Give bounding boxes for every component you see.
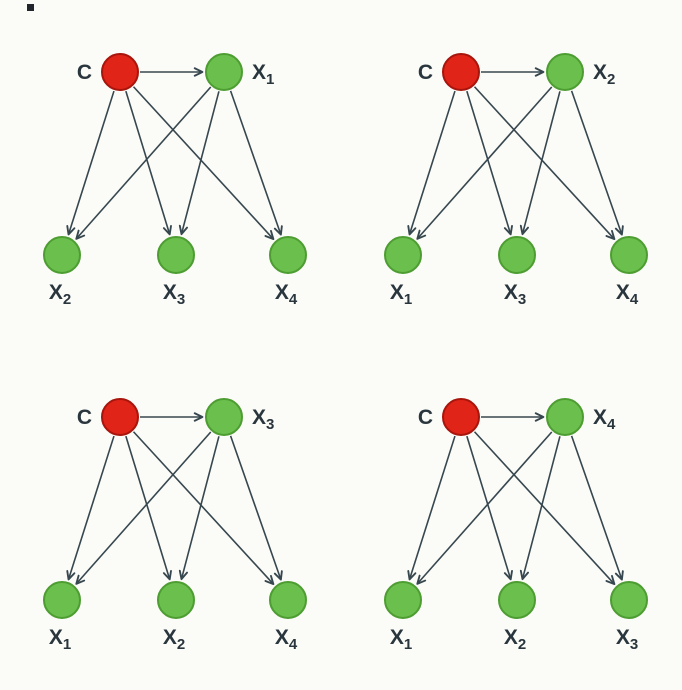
node-c [442, 53, 480, 91]
node-x3 [498, 236, 536, 274]
edge-x1-x2 [75, 86, 212, 240]
edge-c-x1 [407, 90, 456, 236]
node-x2 [43, 236, 81, 274]
label-x1: X1 [390, 626, 412, 653]
edge-c-x1 [66, 435, 115, 581]
node-x1 [205, 53, 243, 91]
edge-x4-x1 [416, 431, 553, 585]
label-x3: X3 [616, 626, 638, 653]
label-x4: X4 [275, 626, 298, 653]
edge-x1-x3 [178, 91, 220, 236]
label-x4: X4 [593, 406, 616, 433]
edge-c-x3 [473, 431, 616, 586]
node-x2 [498, 581, 536, 619]
corner-artifact [27, 4, 34, 11]
label-x1: X1 [49, 626, 71, 653]
node-x4 [546, 398, 584, 436]
edge-c-x2 [125, 435, 172, 581]
edge-c-x2 [66, 90, 115, 236]
node-c [101, 398, 139, 436]
node-x4 [610, 236, 648, 274]
edge-x2-x4 [570, 90, 624, 236]
label-x2: X2 [504, 626, 526, 653]
label-x1: X1 [390, 281, 412, 308]
edge-c-x4 [473, 86, 616, 241]
node-x1 [384, 581, 422, 619]
edge-x3-x2 [178, 436, 220, 581]
label-c: C [77, 61, 92, 84]
label-x3: X3 [504, 281, 526, 308]
edge-x1-x4 [229, 90, 283, 236]
node-x2 [157, 581, 195, 619]
label-x2: X2 [49, 281, 71, 308]
node-x4 [269, 581, 307, 619]
edge-x2-x3 [519, 91, 561, 236]
label-x4: X4 [616, 281, 639, 308]
edge-x4-x3 [570, 435, 624, 581]
node-x2 [546, 53, 584, 91]
label-c: C [77, 406, 92, 429]
label-x4: X4 [275, 281, 298, 308]
label-x2: X2 [593, 61, 615, 88]
edge-x3-x4 [229, 435, 283, 581]
node-x1 [43, 581, 81, 619]
node-c [442, 398, 480, 436]
edge-c-x1 [407, 435, 456, 581]
edge-x3-x1 [75, 431, 212, 585]
label-x1: X1 [252, 61, 274, 88]
label-x2: X2 [163, 626, 185, 653]
edge-c-x4 [132, 431, 275, 586]
edge-c-x3 [125, 90, 172, 236]
label-x3: X3 [163, 281, 185, 308]
edge-c-x4 [132, 86, 275, 241]
node-c [101, 53, 139, 91]
node-x3 [610, 581, 648, 619]
edge-x4-x2 [519, 436, 561, 581]
node-x1 [384, 236, 422, 274]
node-x3 [205, 398, 243, 436]
edge-c-x2 [466, 435, 513, 581]
label-x3: X3 [252, 406, 274, 433]
label-c: C [418, 406, 433, 429]
edge-c-x3 [466, 90, 513, 236]
node-x4 [269, 236, 307, 274]
edge-x2-x1 [416, 86, 553, 240]
label-c: C [418, 61, 433, 84]
node-x3 [157, 236, 195, 274]
